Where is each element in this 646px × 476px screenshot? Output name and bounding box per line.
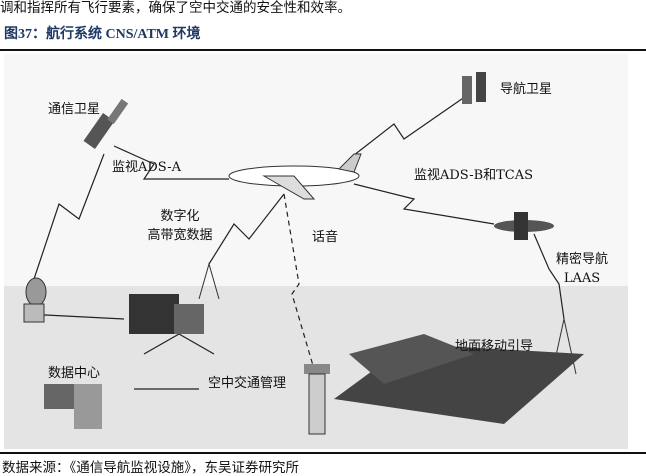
label-data-center: 数据中心 [48, 366, 101, 381]
figure-caption: 图37：航行系统 CNS/ATM 环境 [4, 27, 201, 42]
bottom-rule [0, 452, 646, 454]
radar-dish-icon [23, 277, 47, 323]
label-laas: 精密导航 LAAS [552, 250, 612, 288]
link-lines [25, 93, 565, 390]
label-ads-a: 监视ADS-A [112, 160, 181, 175]
runway-icon [334, 334, 584, 424]
building-icon [129, 294, 204, 334]
computer-operator-icon [44, 384, 102, 429]
label-comm-satellite: 通信卫星 [48, 102, 101, 117]
comm-satellite-icon [83, 98, 129, 149]
control-tower-icon [304, 364, 330, 435]
label-nav-satellite: 导航卫星 [500, 82, 553, 97]
diagram-graphics [23, 72, 584, 435]
label-ground-guidance: 地面移动引导 [455, 339, 534, 354]
intro-text: 调和指挥所有飞行要素，确保了空中交通的安全性和效率。 [0, 0, 351, 16]
label-digital-1: 数字化 [160, 209, 200, 224]
label-laas-1: 精密导航 [555, 252, 608, 267]
label-voice: 话音 [312, 230, 339, 245]
label-ads-b: 监视ADS-B和TCAS [414, 168, 534, 183]
label-digital-2: 高带宽数据 [147, 228, 213, 243]
cns-atm-diagram: 通信卫星 导航卫星 监视ADS-A 监视ADS-B和TCAS 数字化高带宽数据 … [4, 54, 628, 449]
source-note: 数据来源：《通信导航监视设施》，东吴证券研究所 [2, 460, 299, 476]
nav-satellite-icon [462, 72, 486, 104]
label-digital: 数字化高带宽数据 [140, 207, 220, 245]
label-laas-2: LAAS [563, 271, 601, 286]
label-atm: 空中交通管理 [208, 376, 287, 391]
top-rule [0, 49, 646, 51]
small-plane-icon [494, 212, 554, 240]
airliner-icon [228, 153, 362, 200]
